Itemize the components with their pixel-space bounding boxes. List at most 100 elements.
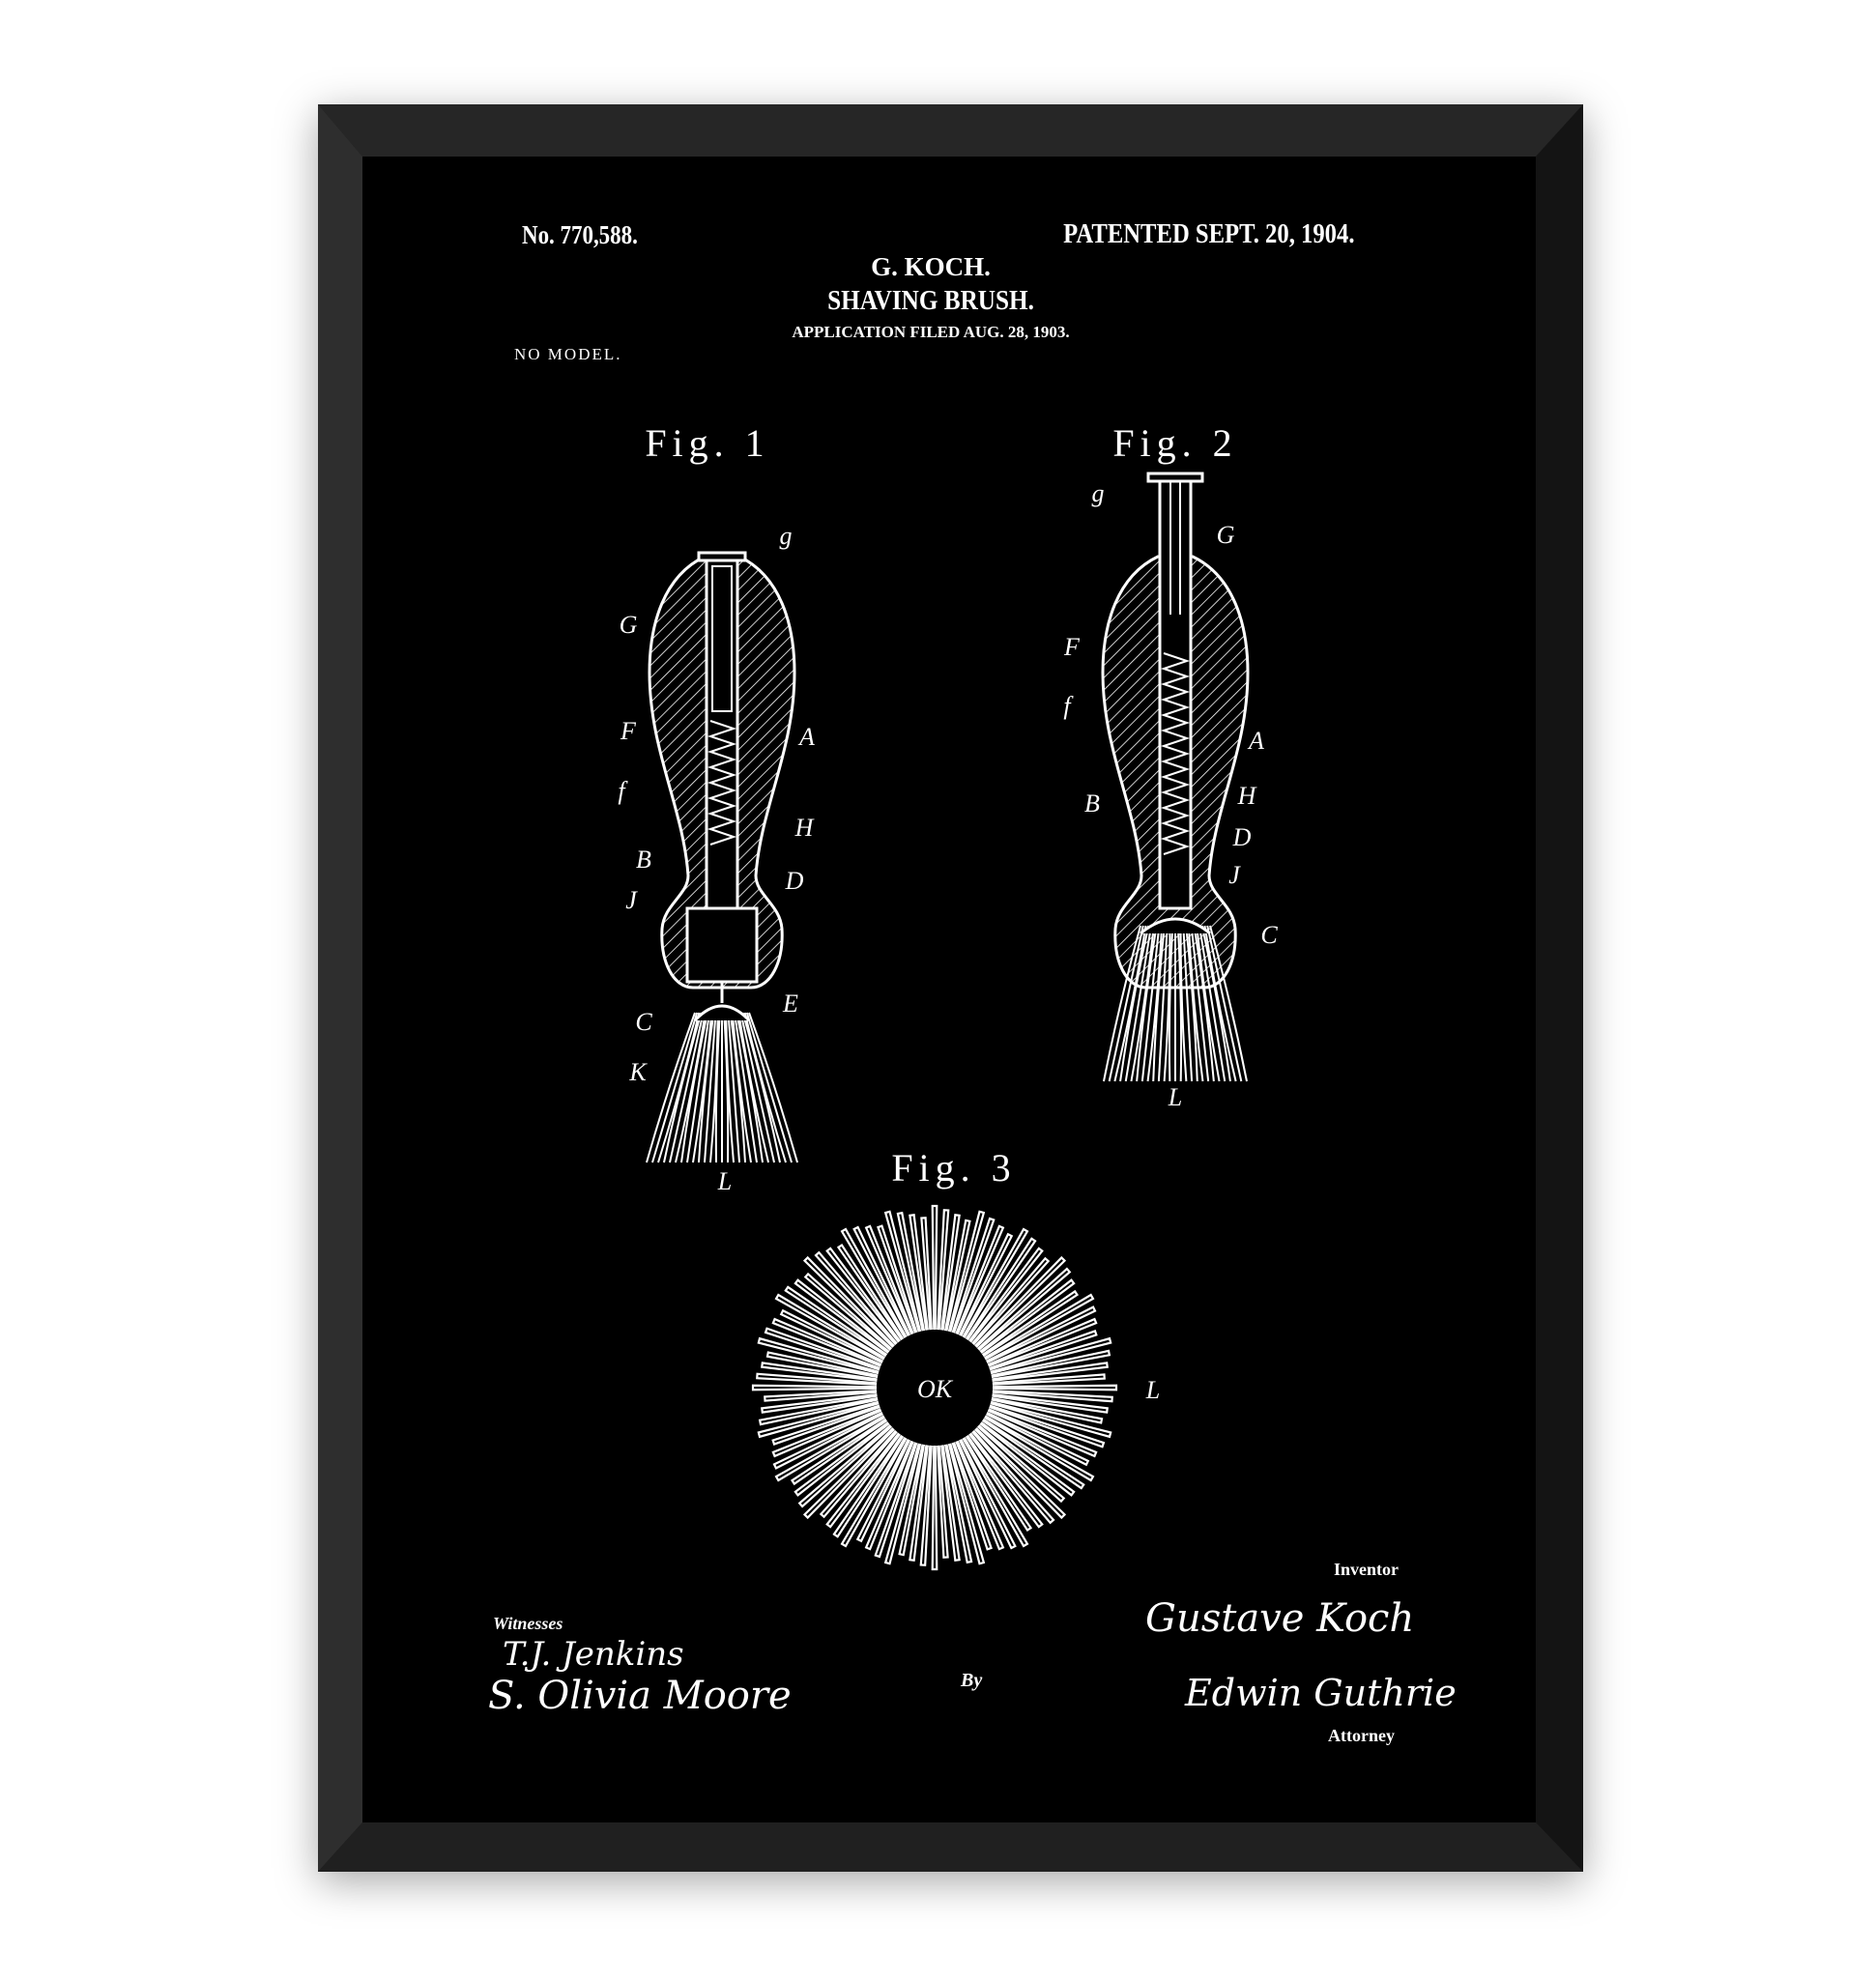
bristle-ray (852, 1225, 911, 1337)
patent-poster (362, 157, 1536, 1822)
bristle-ray (883, 1210, 922, 1333)
fig2-part-label: D (1232, 823, 1252, 851)
inventor-signature: Gustave Koch (1145, 1596, 1415, 1641)
bristle (1152, 925, 1166, 1082)
bristle (680, 1012, 708, 1163)
bristle (1146, 925, 1164, 1082)
bristle-ray (772, 1411, 884, 1470)
bristle-ray (771, 1404, 880, 1446)
bristle-ray (992, 1393, 1109, 1414)
fig1-label: Fig. 1 (645, 421, 769, 465)
fig2-part-label: C (1260, 921, 1278, 949)
bristle (1157, 925, 1169, 1082)
bristle-ray (790, 1418, 888, 1486)
fig1-part-label: f (618, 777, 628, 805)
bristle-ray (761, 1362, 878, 1382)
frame-bevel (318, 104, 1583, 1872)
bristle (745, 1012, 793, 1163)
bristle-ray (874, 1442, 918, 1559)
bristle-ray (898, 1444, 926, 1557)
bristle (663, 1012, 703, 1163)
bristle-ray (920, 1217, 933, 1331)
fig3-label: Fig. 3 (891, 1146, 1016, 1190)
bristle-ray (990, 1336, 1112, 1375)
bristle (1140, 925, 1161, 1082)
bristle-ray (825, 1432, 901, 1529)
bristle-ray (981, 1289, 1080, 1358)
bristle (729, 1012, 746, 1163)
bristle-ray (968, 1247, 1044, 1343)
bristle (1136, 925, 1158, 1082)
bristle (1168, 925, 1174, 1082)
bristle (1119, 925, 1150, 1082)
bristle (669, 1012, 705, 1163)
bristle (651, 1012, 699, 1163)
fig2-label: Fig. 2 (1112, 421, 1237, 465)
bristle (731, 1012, 752, 1163)
bristle-ray (832, 1434, 905, 1538)
bristle-ray (836, 1243, 905, 1341)
bristle-ray (940, 1214, 961, 1331)
bristle-ray (864, 1440, 914, 1551)
bristle-ray (955, 1224, 1005, 1335)
attorney-label: Attorney (1328, 1726, 1395, 1745)
bristle (714, 1012, 721, 1163)
bristle (686, 1012, 711, 1163)
inventor-short: G. KOCH. (871, 252, 991, 281)
patent-number: No. 770,588. (522, 220, 638, 249)
bristle-ray (779, 1308, 884, 1364)
inventor-label: Inventor (1334, 1560, 1399, 1579)
bristle (1103, 925, 1141, 1082)
fig3-part-label: L (1145, 1376, 1160, 1404)
bristle-cap (693, 1004, 751, 1022)
bristle-ray (976, 1424, 1066, 1504)
fig1-part-label: G (620, 611, 638, 639)
fig3-part-label: OK (917, 1375, 954, 1403)
bristle (725, 1012, 735, 1163)
bristle-ray (991, 1396, 1104, 1424)
bristle-ray (919, 1445, 933, 1566)
bristle-ray (883, 1443, 922, 1565)
bristle-ray (958, 1232, 1014, 1337)
bristle-ray (909, 1214, 929, 1331)
fig1-part-label: J (625, 886, 638, 914)
bristle-ray (825, 1247, 901, 1343)
bristle-ray (985, 1305, 1097, 1364)
fig1-part-label: E (782, 990, 798, 1018)
fig1-part-label: C (635, 1008, 652, 1036)
bristle-ray (803, 1272, 893, 1351)
bristle (727, 1012, 740, 1163)
bristle (1179, 925, 1188, 1082)
bristle-ray (951, 1442, 993, 1551)
bristle-ray (992, 1390, 1113, 1403)
bristle-ray (802, 1255, 895, 1348)
bristle (748, 1012, 798, 1163)
bristle (1124, 925, 1153, 1082)
bristle (1187, 925, 1204, 1082)
bristle-ray (992, 1373, 1106, 1386)
bristle-ray (958, 1438, 1017, 1550)
fig1-part-label: F (620, 717, 637, 745)
fig2-tassel (1103, 917, 1248, 1082)
bristle-ray (974, 1255, 1067, 1348)
fig2-drawing (1101, 472, 1250, 990)
bristle-ray (971, 1429, 1055, 1525)
bristle-ray (984, 1293, 1095, 1361)
fig2-part-label: B (1084, 789, 1100, 817)
bristle-ray (771, 1408, 882, 1458)
bristle-ray (774, 1293, 885, 1361)
fig1-part-label: A (797, 723, 815, 751)
bristle-ray (765, 1351, 879, 1379)
fig2-part-label: A (1247, 727, 1264, 755)
bristle-ray (987, 1408, 1098, 1458)
bristle-ray (976, 1267, 1072, 1351)
bristle-ray (794, 1421, 890, 1497)
bristle-ray (877, 1224, 918, 1334)
bristle-ray (984, 1415, 1095, 1482)
bristle-ray (974, 1427, 1067, 1520)
bristle (1193, 925, 1215, 1082)
witness-signature-2: S. Olivia Moore (488, 1674, 792, 1718)
bristle-ray (992, 1384, 1118, 1391)
bristle-ray (819, 1429, 898, 1519)
